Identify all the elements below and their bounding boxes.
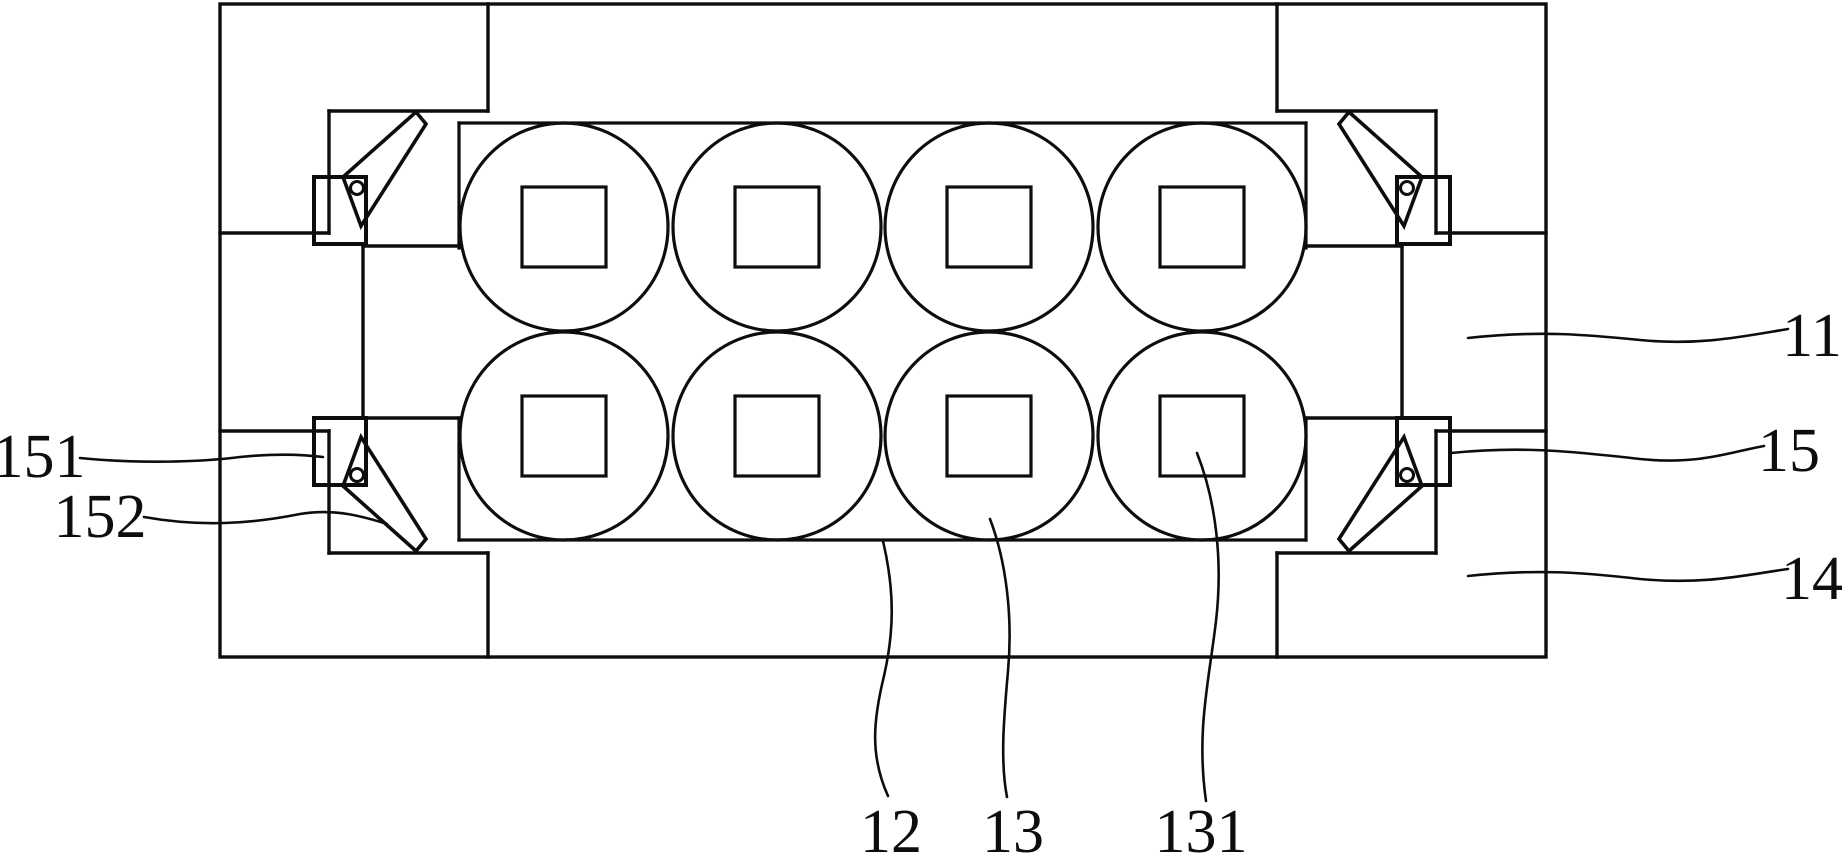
- leader-line-131: [1195, 451, 1220, 803]
- cavity-square-hole-r1-c2: [733, 185, 821, 269]
- leader-line-12: [873, 539, 894, 798]
- reference-label-13: 13: [982, 798, 1044, 860]
- reference-label-15: 15: [1758, 417, 1820, 485]
- cavity-square-hole-r1-c1: [520, 185, 608, 269]
- reference-label-12: 12: [860, 798, 922, 860]
- cavity-circle-r2-c3: [883, 330, 1095, 542]
- cavity-square-hole-r1-c3: [945, 185, 1033, 269]
- clamp-pivot-hole-bottom-right: [1399, 467, 1415, 483]
- reference-label-14: 14: [1781, 545, 1843, 613]
- cavity-circle-r2-c4: [1096, 330, 1308, 542]
- clamp-blade-bottom-right: [1336, 432, 1425, 554]
- clamp-pivot-hole-top-left: [349, 180, 365, 196]
- leader-line-15: [1449, 444, 1766, 462]
- reference-label-11: 11: [1782, 302, 1842, 370]
- leader-line-11: [1466, 327, 1790, 344]
- clamp-blade-top-right: [1336, 109, 1425, 231]
- clamp-pivot-hole-top-right: [1399, 180, 1415, 196]
- leader-line-151: [78, 453, 325, 463]
- cavity-square-hole-r2-c2: [733, 394, 821, 478]
- reference-label-152: 152: [54, 483, 147, 551]
- clamp-bracket-bottom-left: [312, 416, 368, 487]
- leader-line-13: [988, 517, 1011, 799]
- reference-label-151: 151: [0, 423, 86, 491]
- cavity-circle-r2-c2: [671, 330, 883, 542]
- leader-line-14: [1466, 567, 1790, 583]
- reference-label-131: 131: [1155, 798, 1248, 860]
- clamp-blade-bottom-left: [340, 432, 429, 554]
- cavity-square-hole-r2-c3: [945, 394, 1033, 478]
- clamp-bracket-top-left: [312, 175, 368, 246]
- cavity-square-hole-r2-c1: [520, 394, 608, 478]
- leader-line-152: [142, 510, 389, 526]
- cavity-square-hole-r2-c4: [1158, 394, 1246, 478]
- clamp-pivot-hole-bottom-left: [349, 467, 365, 483]
- cavity-circle-r2-c1: [458, 330, 670, 542]
- cavity-square-hole-r1-c4: [1158, 185, 1246, 269]
- base-plate-outline: [218, 2, 1548, 659]
- clamp-blade-top-left: [340, 109, 429, 231]
